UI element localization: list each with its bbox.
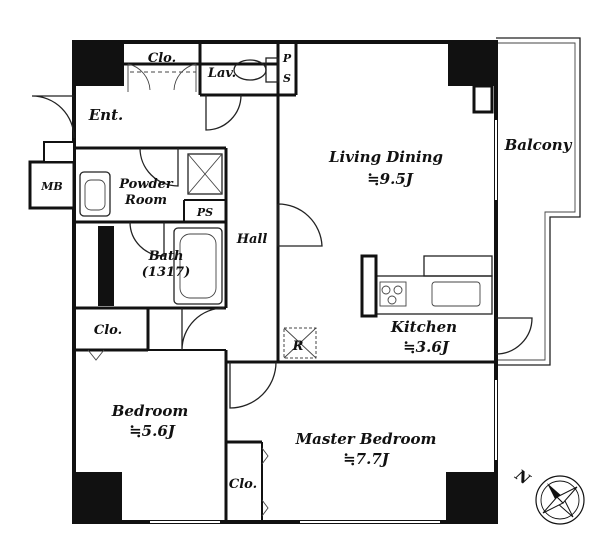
compass-rose-icon	[535, 475, 585, 525]
refrigerator-label: R	[292, 339, 304, 354]
structural-columns	[74, 42, 496, 522]
balcony-label: Balcony	[504, 136, 573, 154]
interior-walls	[74, 42, 496, 522]
living-dining-label: Living Dining	[328, 148, 443, 166]
powder-room-label-1: Powder	[118, 177, 174, 192]
powder-room-label-2: Room	[124, 193, 167, 208]
kitchen-size: ≒3.6J	[403, 338, 450, 356]
pipe-space-top-label-p: P	[282, 52, 292, 65]
master-bedroom-label: Master Bedroom	[295, 430, 437, 448]
room-labels: Clo. Lav. P S Ent. Living Dining ≒9.5J B…	[40, 51, 572, 492]
living-dining-size: ≒9.5J	[367, 170, 414, 188]
bath-size-label: (1317)	[142, 265, 190, 280]
outer-walls	[72, 40, 498, 524]
kitchen-label: Kitchen	[390, 318, 457, 336]
balcony-area	[496, 37, 581, 366]
compass-north-label: N	[511, 465, 534, 489]
closet-top-label: Clo.	[148, 51, 176, 66]
entrance-label: Ent.	[88, 106, 124, 124]
closet-bottom-label: Clo.	[229, 477, 257, 492]
bath-label: Bath	[148, 249, 184, 264]
bedroom-label: Bedroom	[111, 402, 189, 420]
bedroom-size: ≒5.6J	[129, 422, 176, 440]
meter-box-label: MB	[40, 180, 62, 193]
master-bedroom-size: ≒7.7J	[343, 450, 390, 468]
pipe-space-mid-label: PS	[196, 206, 213, 219]
fixtures	[28, 57, 497, 523]
hall-label: Hall	[236, 232, 268, 247]
lavatory-label: Lav.	[207, 66, 236, 81]
doors	[31, 63, 533, 409]
closet-left-label: Clo.	[94, 323, 122, 338]
pipe-space-top-label-s: S	[283, 72, 291, 85]
